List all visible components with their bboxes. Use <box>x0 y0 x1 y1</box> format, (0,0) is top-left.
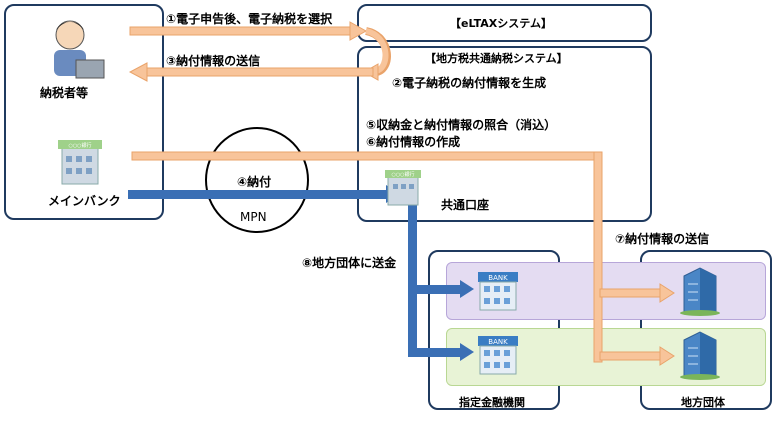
arrow-step3 <box>128 62 374 82</box>
eltax-title: 【eLTAXシステム】 <box>450 17 552 30</box>
bank-icon-top: BANK <box>478 272 518 311</box>
designated-bank-label: 指定金融機関 <box>459 396 525 409</box>
main-bank-label: メインバンク <box>48 194 121 208</box>
step6-label: ⑥納付情報の作成 <box>366 135 461 149</box>
eltax-panel <box>357 4 652 42</box>
svg-text:○○○銀行: ○○○銀行 <box>391 171 414 178</box>
common-account-label: 共通口座 <box>441 198 490 212</box>
step5-label: ⑤収納金と納付情報の照合（消込） <box>366 118 557 132</box>
taxpayer-icon <box>54 20 105 79</box>
svg-text:BANK: BANK <box>488 338 508 346</box>
taxpayer-label: 納税者等 <box>40 86 89 100</box>
local-government-label: 地方団体 <box>681 396 725 409</box>
arrow-step1 <box>129 21 368 41</box>
arrow-step8 <box>408 205 474 361</box>
main-bank-icon: ○○○銀行 <box>58 140 102 185</box>
step8-label: ⑧地方団体に送金 <box>302 256 397 270</box>
mpn-label: MPN <box>240 210 267 224</box>
government-building-icon-bottom <box>680 331 720 380</box>
government-building-icon-top <box>680 267 720 316</box>
common-system-title: 【地方税共通納税システム】 <box>425 52 568 65</box>
mpn-payment-label: ④納付 <box>237 175 272 189</box>
common-account-icon: ○○○銀行 <box>385 170 421 206</box>
step3-label: ③納付情報の送信 <box>166 54 261 68</box>
step1-label: ①電子申告後、電子納税を選択 <box>166 12 333 26</box>
step7-label: ⑦納付情報の送信 <box>615 232 710 246</box>
bank-icon-bottom: BANK <box>478 336 518 375</box>
arrow-step6-line <box>131 151 675 366</box>
svg-text:BANK: BANK <box>488 274 508 282</box>
svg-text:○○○銀行: ○○○銀行 <box>68 142 91 149</box>
step2-label: ②電子納税の納付情報を生成 <box>392 76 547 90</box>
